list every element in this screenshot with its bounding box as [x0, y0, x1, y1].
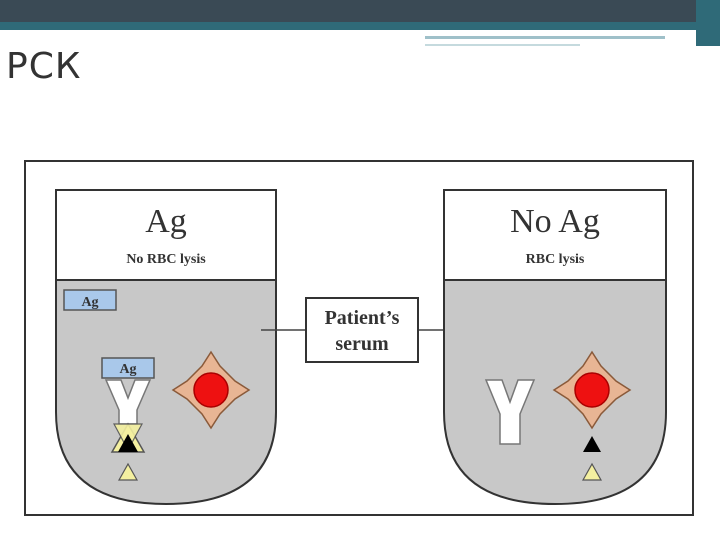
serum-box: [305, 297, 419, 363]
rbc-left: [171, 350, 251, 430]
top-bar-teal: [0, 22, 720, 30]
right-tube: No Ag RBC lysis: [443, 189, 667, 506]
complement-fixation-diagram: Ag No RBC lysis Ag Ag: [24, 160, 694, 516]
patient-serum-box: Patient’s serum: [261, 297, 463, 363]
right-tube-caption: RBC lysis: [526, 252, 585, 267]
top-bar-dark: [0, 0, 720, 22]
antibody-y-right: [484, 379, 536, 445]
complement-dark-right: [583, 436, 601, 452]
antigen-box: [63, 289, 117, 311]
diagram-svg: Ag No RBC lysis Ag Ag: [55, 189, 667, 506]
serum-line1: Patient’s: [325, 307, 400, 329]
right-tube-heading: No Ag: [510, 203, 600, 240]
left-tube-header: [55, 189, 277, 281]
serum-line2: serum: [335, 333, 389, 355]
corner-block: [696, 0, 720, 46]
complement-bound-dark2: [118, 434, 138, 452]
left-tube: Ag No RBC lysis Ag Ag: [55, 189, 277, 506]
right-tube-header: [443, 189, 667, 281]
free-triangle-left: [117, 462, 139, 481]
left-tube-fill: [55, 279, 277, 506]
free-triangle-right: [581, 462, 603, 481]
left-tube-caption: No RBC lysis: [126, 252, 206, 267]
bound-antigen-box: [101, 357, 155, 379]
left-tube-heading: Ag: [145, 203, 187, 240]
antigen-box-label: Ag: [81, 295, 98, 310]
right-tube-fill: [443, 279, 667, 506]
slide-title: РСК: [6, 46, 82, 87]
rbc-right: [552, 350, 632, 430]
antibody-y-left: [104, 379, 152, 425]
slide-top-decoration: [0, 0, 720, 46]
accent-line-thin: [425, 44, 580, 46]
accent-line: [425, 36, 665, 39]
bound-antigen-label: Ag: [119, 362, 136, 377]
